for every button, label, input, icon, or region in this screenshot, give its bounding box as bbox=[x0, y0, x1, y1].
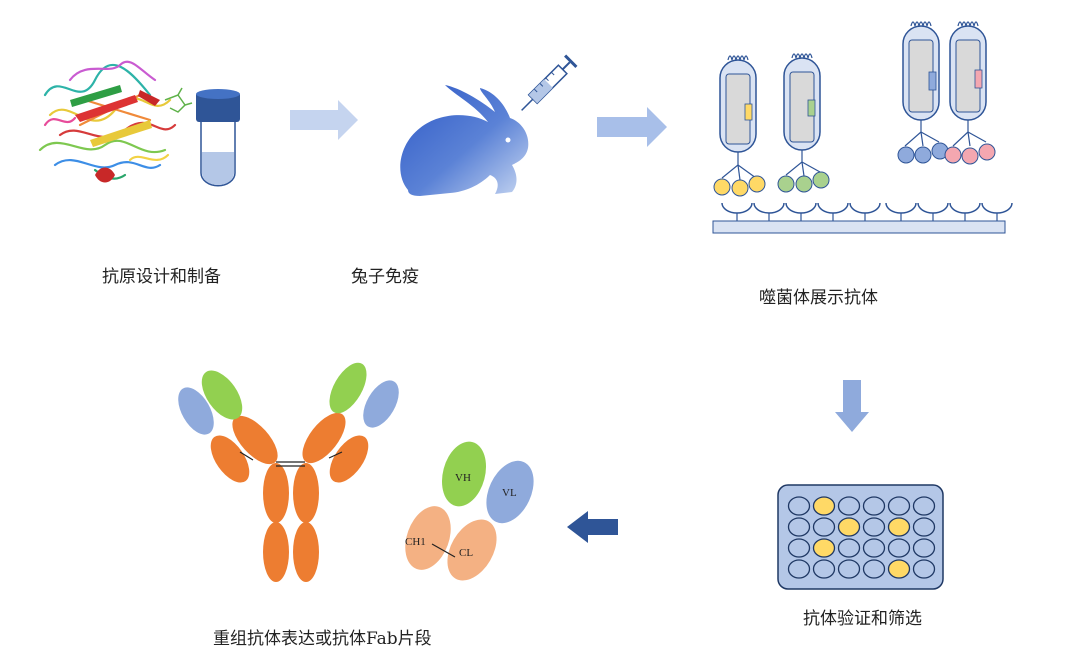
flow-arrow-4 bbox=[567, 511, 618, 543]
phage-display-icon bbox=[712, 21, 1013, 234]
step-label-screening: 抗体验证和筛选 bbox=[803, 609, 922, 629]
positive-well bbox=[887, 517, 911, 537]
well bbox=[837, 559, 861, 579]
vl-domain-label: VL bbox=[502, 487, 517, 499]
well bbox=[812, 559, 836, 579]
well bbox=[787, 538, 811, 558]
antibody-icon bbox=[178, 362, 399, 582]
flow-arrow-2 bbox=[597, 107, 667, 147]
well bbox=[912, 496, 936, 516]
well bbox=[887, 496, 911, 516]
syringe-icon bbox=[521, 54, 578, 111]
well-plate-icon bbox=[777, 484, 944, 590]
positive-well bbox=[887, 559, 911, 579]
step-label-antigen: 抗原设计和制备 bbox=[102, 267, 221, 287]
protein-structure-icon bbox=[38, 60, 193, 183]
well bbox=[912, 517, 936, 537]
well bbox=[837, 496, 861, 516]
well bbox=[862, 517, 886, 537]
well bbox=[787, 517, 811, 537]
well bbox=[787, 496, 811, 516]
rabbit-icon bbox=[400, 85, 529, 196]
vh-domain-label: VH bbox=[455, 472, 471, 484]
step-label-phage-display: 噬菌体展示抗体 bbox=[759, 288, 878, 308]
step-label-expression: 重组抗体表达或抗体Fab片段 bbox=[213, 629, 432, 649]
phage-icon bbox=[777, 53, 830, 193]
flow-arrow-1 bbox=[290, 100, 358, 140]
phage-icon bbox=[713, 55, 766, 197]
well bbox=[787, 559, 811, 579]
cl-domain-label: CL bbox=[459, 547, 473, 559]
well bbox=[862, 538, 886, 558]
step-label-immunization: 兔子免疫 bbox=[351, 267, 419, 287]
phage-icon bbox=[944, 21, 996, 165]
sample-tube-icon bbox=[196, 89, 240, 187]
well bbox=[887, 538, 911, 558]
well bbox=[912, 538, 936, 558]
positive-well bbox=[812, 538, 836, 558]
phage-icon bbox=[897, 21, 949, 164]
fab-fragment-icon: VH VL CH1 CL bbox=[405, 441, 534, 581]
positive-well bbox=[812, 496, 836, 516]
flow-arrow-3 bbox=[835, 380, 869, 432]
well bbox=[862, 559, 886, 579]
well bbox=[812, 517, 836, 537]
well bbox=[862, 496, 886, 516]
well bbox=[837, 538, 861, 558]
ch1-domain-label: CH1 bbox=[405, 536, 426, 548]
well bbox=[912, 559, 936, 579]
positive-well bbox=[837, 517, 861, 537]
